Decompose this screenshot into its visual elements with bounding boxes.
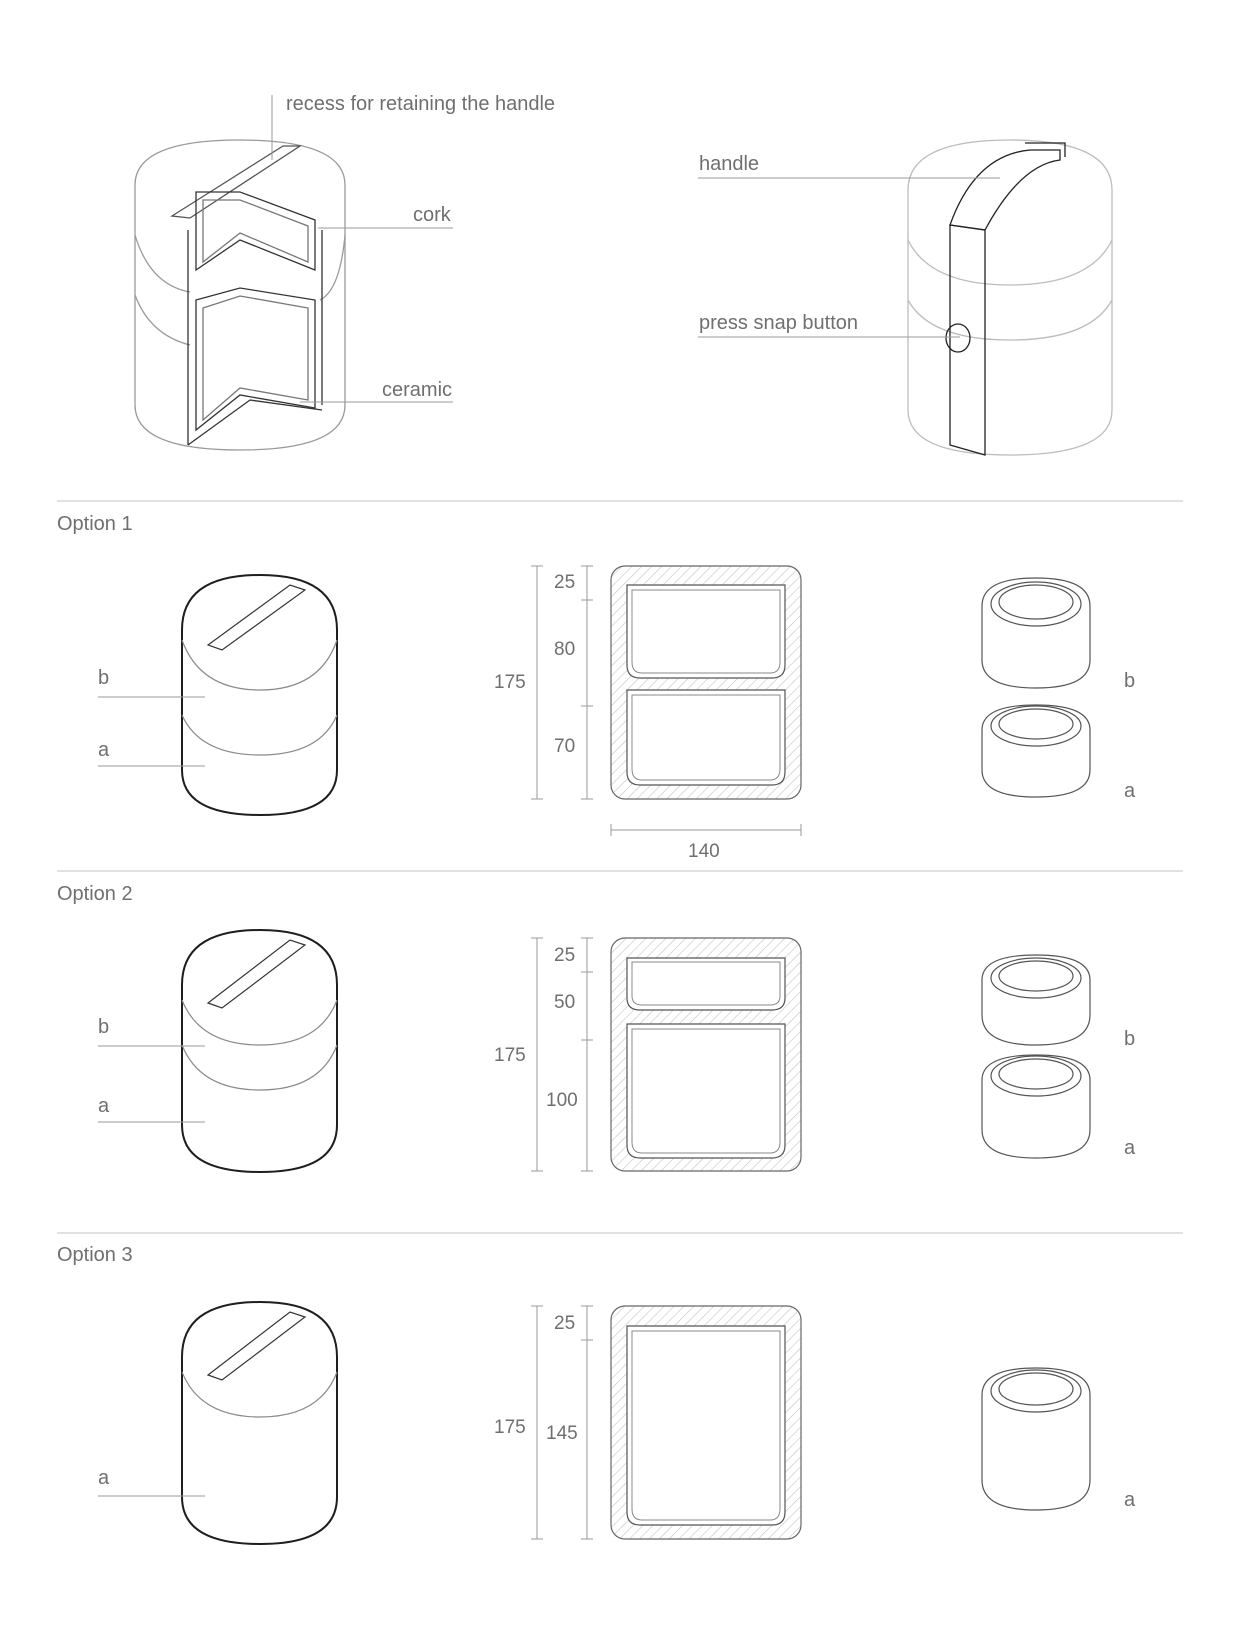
option3-section-drawing	[610, 1305, 802, 1540]
callout-snap-button: press snap button	[699, 312, 858, 334]
option2-dim-lower: 100	[546, 1090, 578, 1111]
option1-part-label-b: b	[1124, 670, 1136, 692]
option2-dim-upper: 50	[554, 992, 576, 1013]
option1-dim-lower: 70	[554, 736, 576, 757]
option1-stack-drawing	[181, 573, 338, 817]
option1-dim-width: 140	[688, 841, 720, 862]
callout-lines-left	[271, 95, 453, 403]
option2-label-lines	[98, 1045, 205, 1123]
option3-stack-drawing	[181, 1300, 338, 1546]
callout-ceramic: ceramic	[382, 379, 453, 401]
option3-dim-body: 145	[546, 1423, 578, 1444]
section-dividers	[57, 500, 1183, 1234]
callout-cork: cork	[413, 204, 451, 226]
option2-dim-total: 175	[494, 1045, 526, 1066]
option2-dim-top: 25	[554, 945, 576, 966]
option1-dimension-lines	[531, 565, 802, 836]
option1-stack-label-a: a	[98, 739, 110, 761]
option1-label-lines	[98, 696, 205, 767]
option2-stack-drawing	[181, 928, 338, 1174]
option2-section-drawing	[610, 937, 802, 1172]
callout-handle: handle	[699, 153, 760, 175]
option3-dimension-lines	[531, 1305, 593, 1540]
option1-section-drawing	[610, 565, 802, 800]
option3-parts-drawing	[981, 1367, 1091, 1511]
cutaway-container-drawing	[134, 139, 346, 451]
option2-title: Option 2	[57, 883, 133, 905]
option1-dim-top: 25	[554, 572, 576, 593]
option3-dim-top: 25	[554, 1313, 576, 1334]
option2-dimension-lines	[531, 937, 593, 1172]
option2-part-label-b: b	[1124, 1028, 1136, 1050]
option1-parts-drawing	[981, 577, 1091, 798]
option2-stack-label-b: b	[98, 1016, 110, 1038]
handle-container-drawing	[907, 139, 1113, 456]
option3-dim-total: 175	[494, 1417, 526, 1438]
option1-dim-total: 175	[494, 672, 526, 693]
option3-title: Option 3	[57, 1244, 133, 1266]
option3-part-label-a: a	[1124, 1489, 1136, 1511]
callout-lines-right	[698, 177, 1000, 338]
callout-recess: recess for retaining the handle	[286, 93, 556, 115]
option1-stack-label-b: b	[98, 667, 110, 689]
option1-dim-upper: 80	[554, 639, 576, 660]
option2-parts-drawing	[981, 954, 1091, 1159]
option1-part-label-a: a	[1124, 780, 1136, 802]
option1-title: Option 1	[57, 513, 133, 535]
option2-stack-label-a: a	[98, 1095, 110, 1117]
option3-stack-label-a: a	[98, 1467, 110, 1489]
option2-part-label-a: a	[1124, 1137, 1136, 1159]
